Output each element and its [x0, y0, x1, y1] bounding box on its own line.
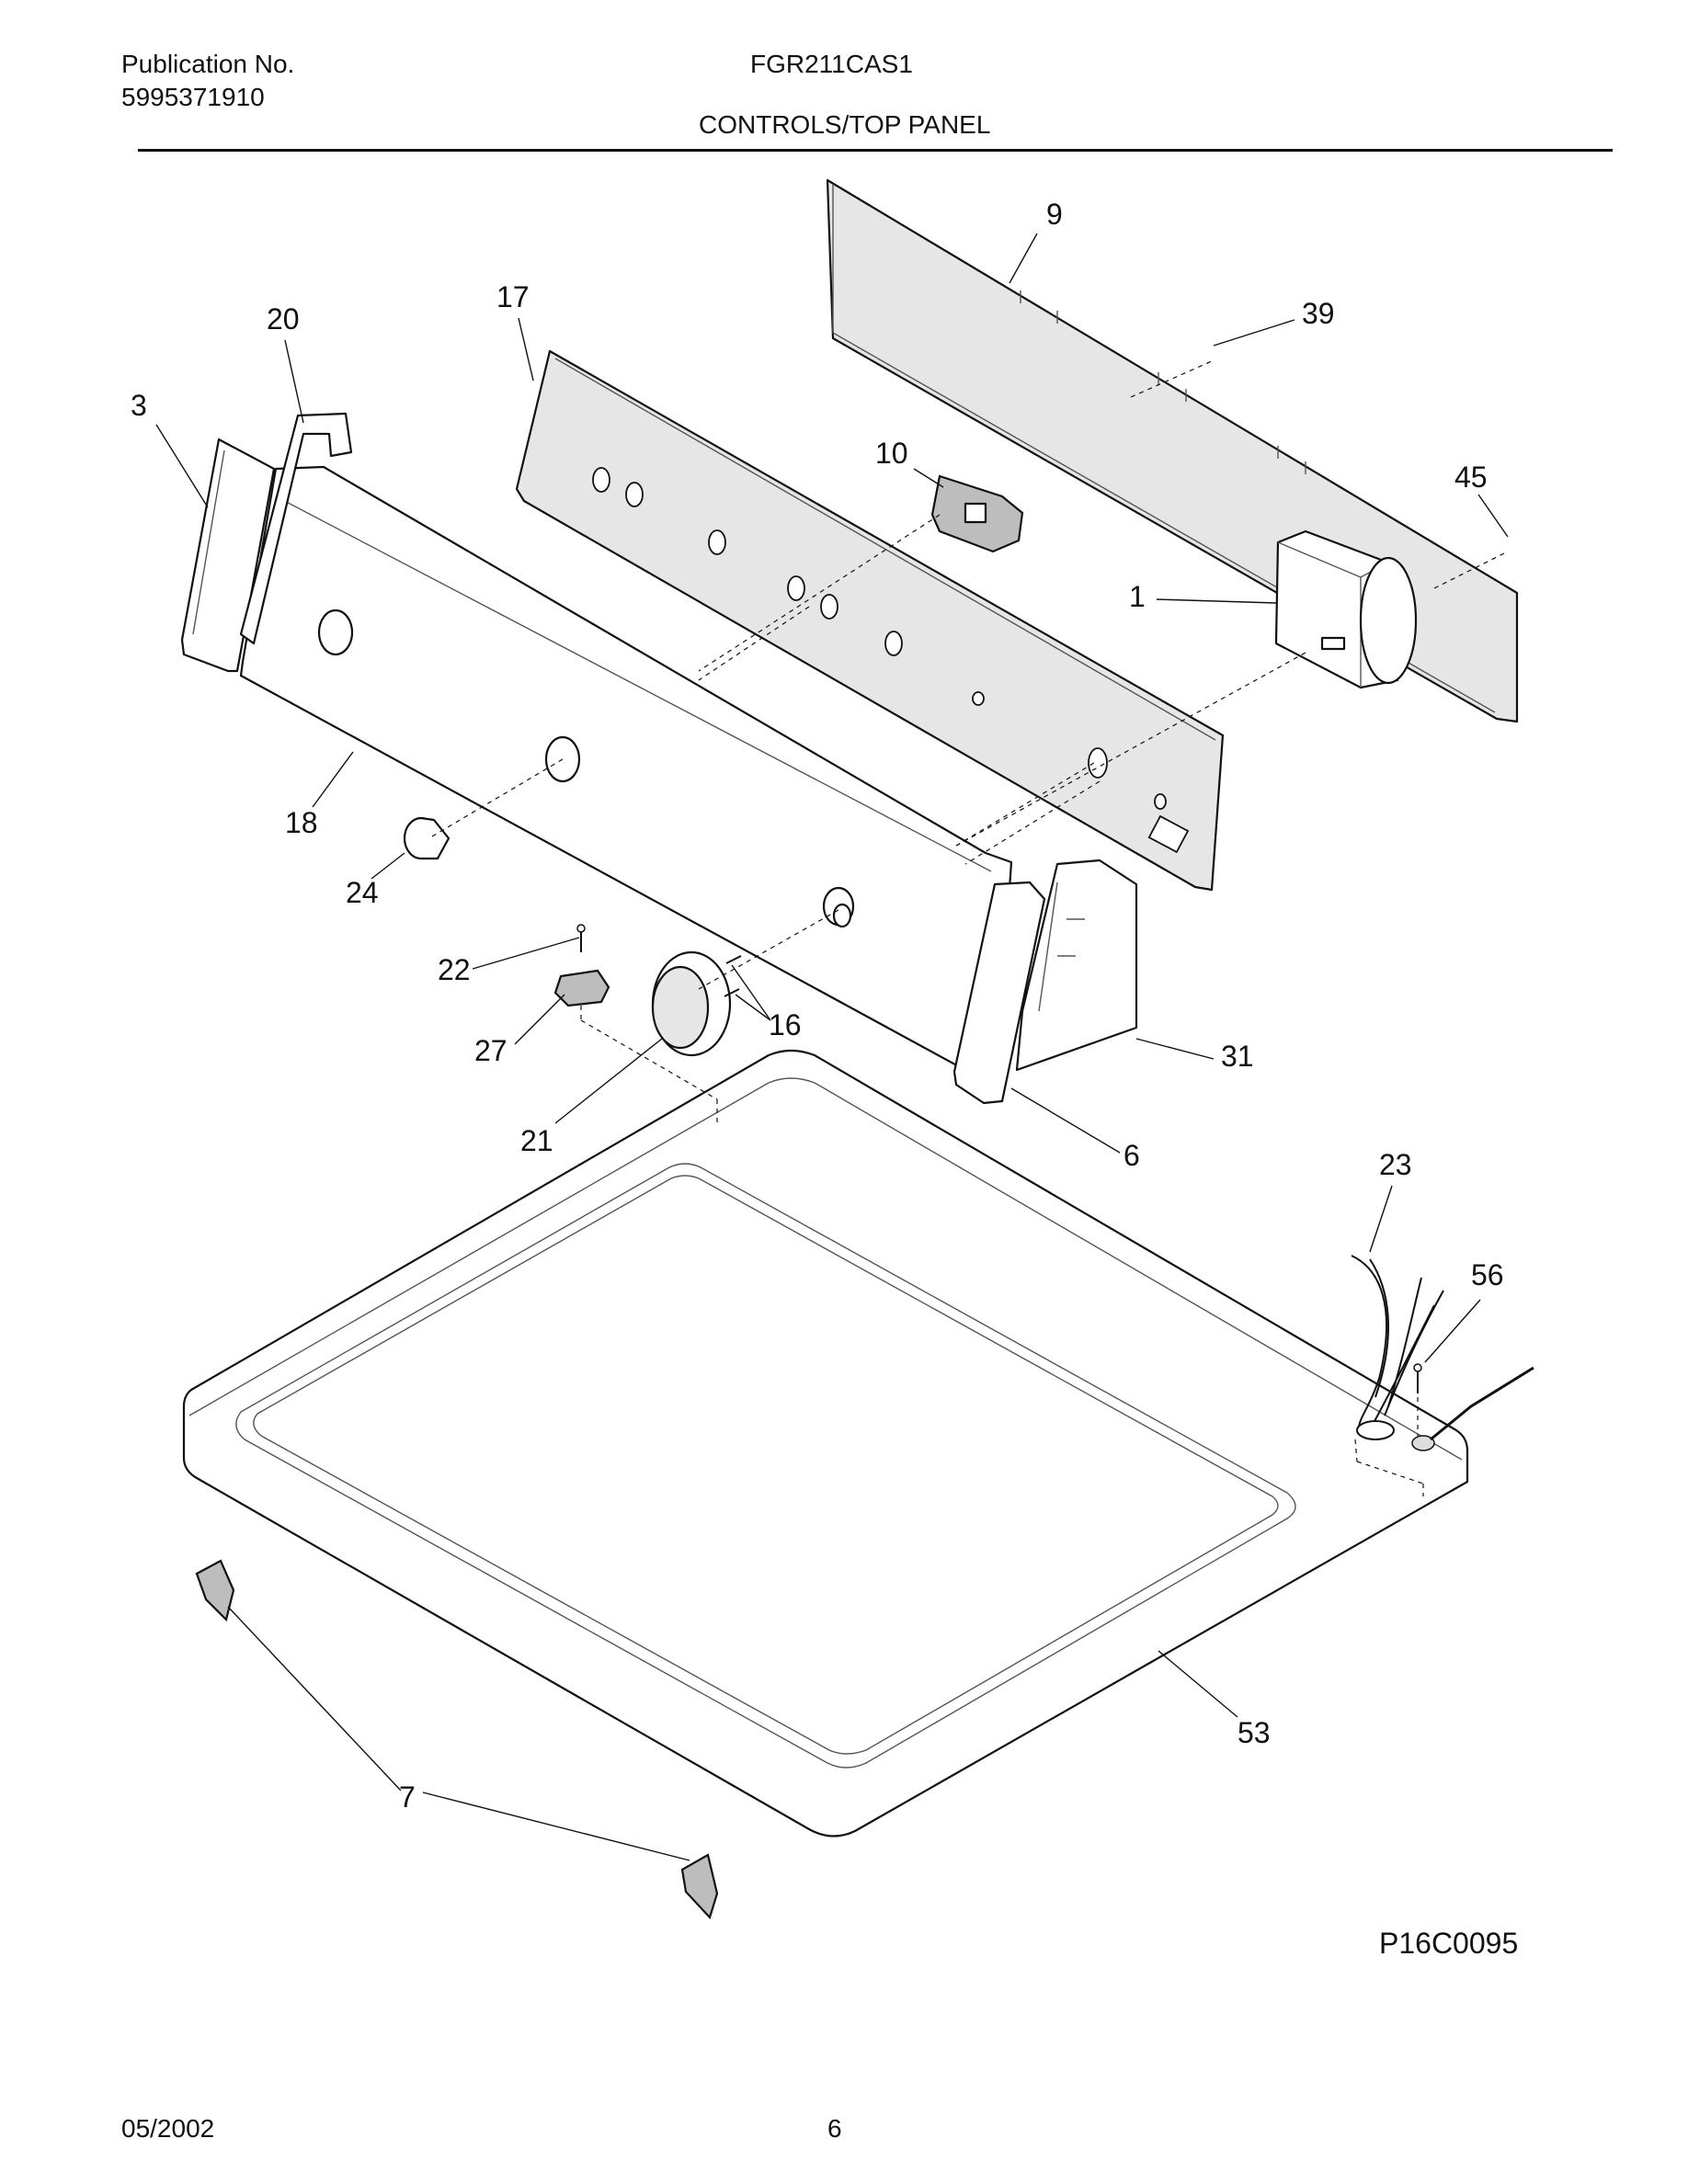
screws-part-16: [724, 955, 742, 997]
callout-16: 16: [769, 1008, 802, 1041]
left-endcap-part-3: [180, 438, 276, 673]
control-backplate-part-17: [515, 349, 1225, 892]
ground-screw-part-56: [1411, 1363, 1534, 1451]
callout-20: 20: [267, 302, 300, 336]
right-endcap-part-6: [952, 881, 1046, 1105]
push-button-part-24: [403, 816, 451, 860]
switch-part-10: [930, 474, 1024, 553]
callout-22: 22: [438, 953, 471, 986]
callout-7: 7: [399, 1780, 416, 1814]
timer-part-1: [1274, 529, 1418, 689]
callout-23: 23: [1379, 1148, 1412, 1181]
callout-53: 53: [1237, 1716, 1271, 1749]
leader-lines: [155, 233, 1509, 1861]
left-bracket-part-20: [239, 412, 353, 645]
publication-label: Publication No.: [121, 50, 295, 78]
callout-21: 21: [520, 1124, 553, 1157]
section-title: CONTROLS/TOP PANEL: [699, 110, 991, 139]
timer-knob-part-21: [651, 950, 732, 1057]
page-number: 6: [827, 2114, 842, 2143]
footer-date: 05/2002: [121, 2114, 215, 2143]
callout-39: 39: [1302, 297, 1335, 330]
callout-45: 45: [1454, 461, 1488, 494]
assembly-lines: [431, 359, 1509, 1496]
callout-9: 9: [1046, 198, 1063, 231]
figure-code: P16C0095: [1379, 1927, 1519, 1960]
callout-6: 6: [1123, 1139, 1140, 1172]
top-panel-part-53: [182, 1049, 1469, 1837]
header-divider: [138, 149, 1613, 152]
right-bracket-part-31: [1015, 859, 1138, 1072]
retainer-part-27: [553, 969, 610, 1007]
callout-31: 31: [1221, 1040, 1254, 1073]
callout-labels: 9 39 17 20 3 10 45 1 18 24 22 16 27 31 2…: [131, 198, 1504, 1814]
callout-56: 56: [1471, 1258, 1504, 1291]
publication-number: 5995371910: [121, 83, 265, 111]
callout-18: 18: [285, 806, 318, 839]
clip-part-7-right: [680, 1853, 719, 1920]
callout-27: 27: [474, 1034, 508, 1067]
callout-10: 10: [875, 437, 908, 470]
callout-1: 1: [1129, 580, 1146, 613]
screw-part-22: [576, 924, 586, 952]
clip-part-7-left: [195, 1559, 235, 1622]
callout-24: 24: [346, 876, 379, 909]
model-number: FGR211CAS1: [750, 50, 913, 78]
wire-harness-part-23: [1351, 1255, 1444, 1440]
callout-17: 17: [496, 280, 530, 313]
callout-3: 3: [131, 389, 147, 422]
